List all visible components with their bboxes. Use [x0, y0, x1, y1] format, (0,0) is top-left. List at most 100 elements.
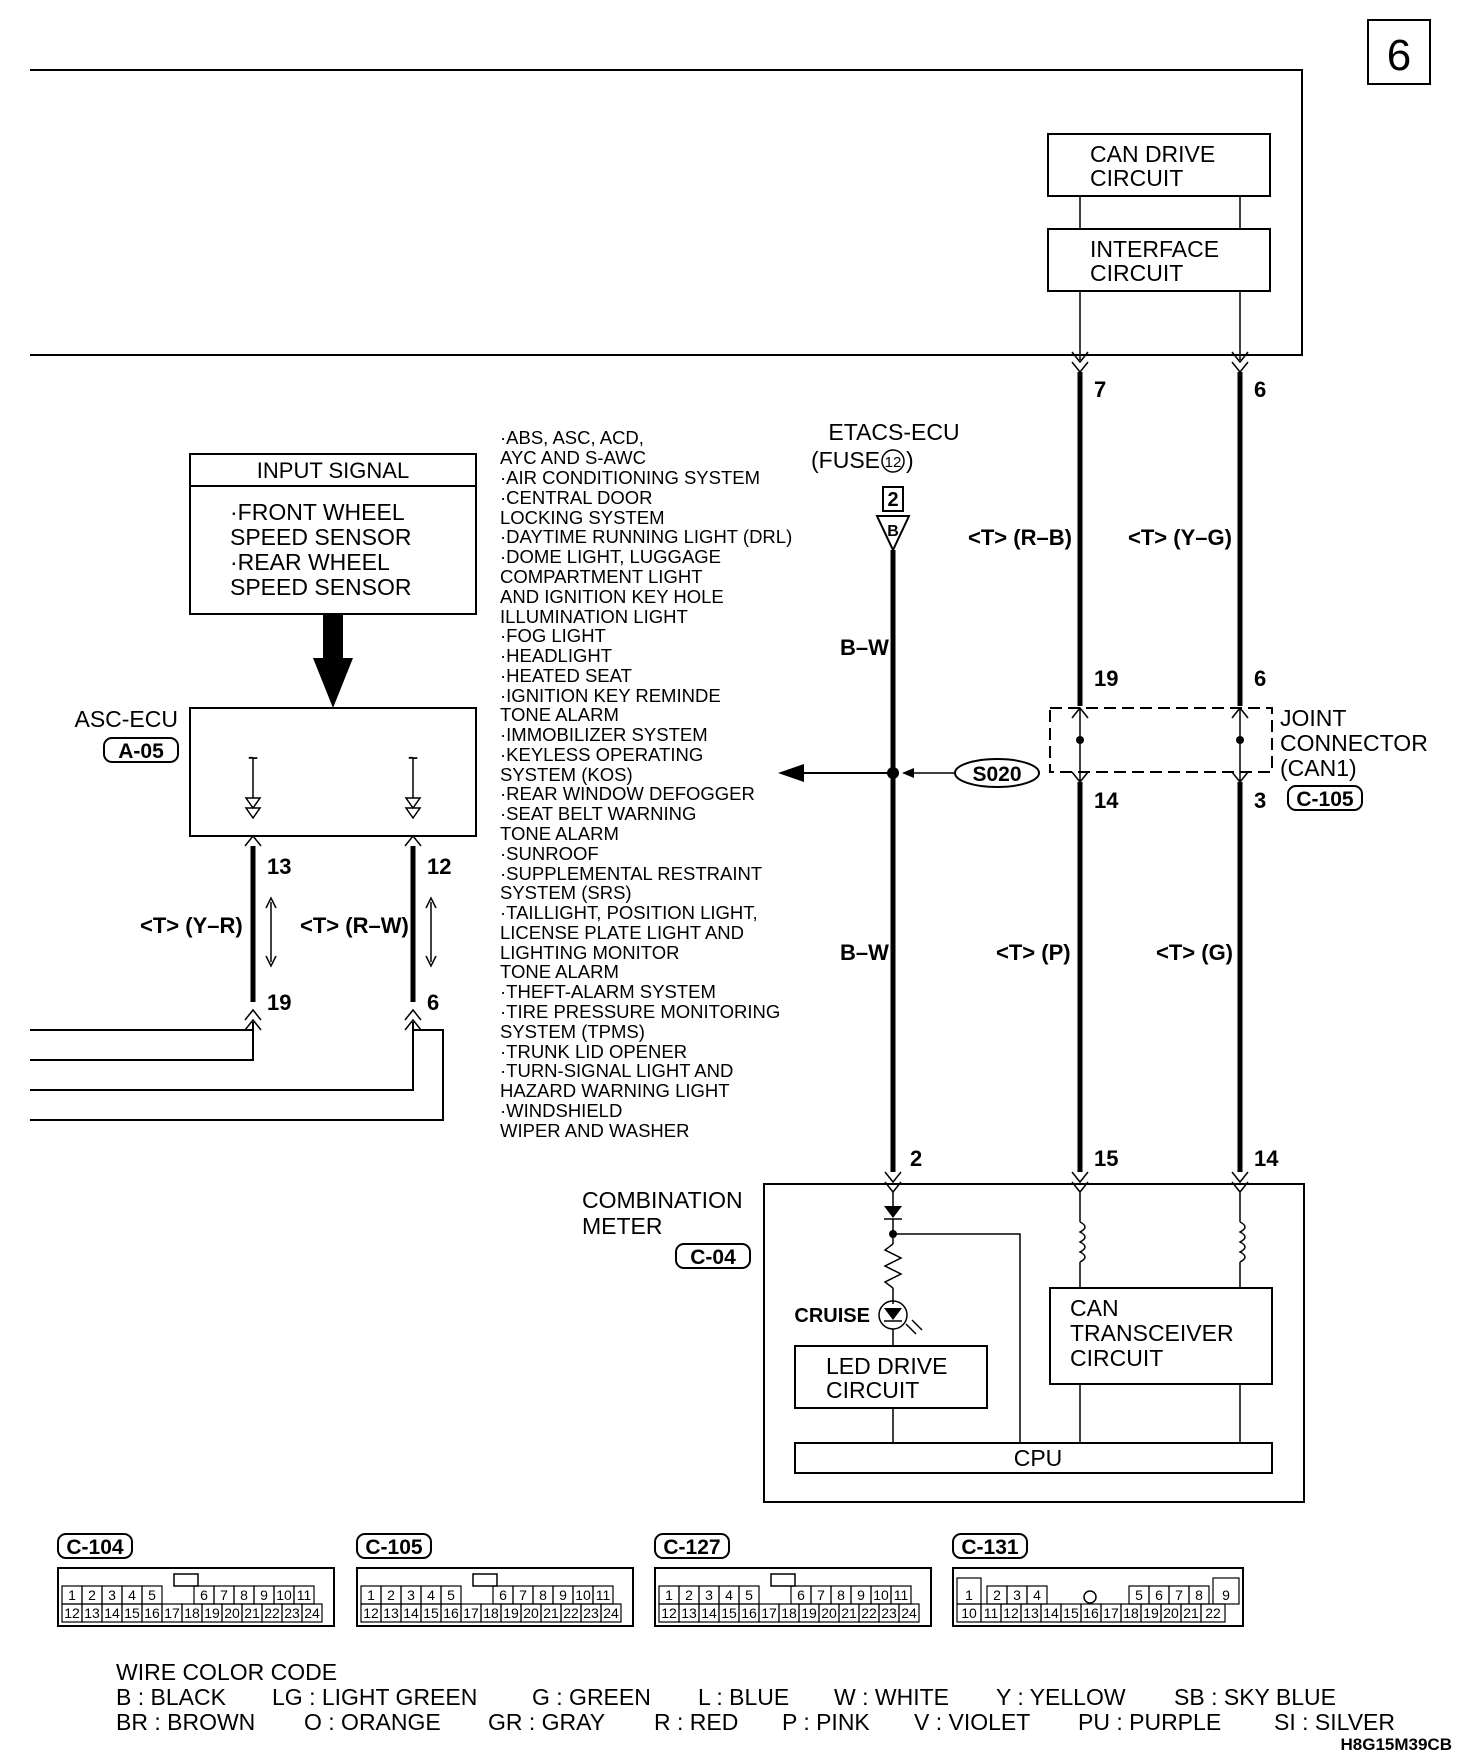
svg-text:·DAYTIME RUNNING LIGHT (DRL): ·DAYTIME RUNNING LIGHT (DRL)	[500, 526, 792, 547]
pin-number: 22	[264, 1605, 280, 1621]
interface-circuit-box	[1047, 228, 1271, 292]
pin-number: 5	[148, 1587, 156, 1603]
pin-number: 1	[665, 1587, 673, 1603]
svg-text:TONE ALARM: TONE ALARM	[500, 704, 619, 725]
pin-number: 1	[68, 1587, 76, 1603]
svg-text:·CENTRAL DOOR: ·CENTRAL DOOR	[500, 487, 652, 508]
svg-text:TONE ALARM: TONE ALARM	[500, 961, 619, 982]
pin-number: 20	[523, 1605, 539, 1621]
combination-meter-tag	[675, 1243, 751, 1269]
pin-number: 7	[519, 1587, 527, 1603]
pin-number: 2	[387, 1587, 395, 1603]
svg-text:·THEFT-ALARM SYSTEM: ·THEFT-ALARM SYSTEM	[500, 981, 716, 1002]
pin-number: 11	[297, 1587, 312, 1603]
svg-text:CAN: CAN	[1070, 1295, 1119, 1321]
svg-text:L : BLUE: L : BLUE	[698, 1684, 789, 1710]
wire-color-code: WIRE COLOR CODE B : BLACK LG : LIGHT GRE…	[116, 1659, 1395, 1735]
pin-number: 16	[144, 1605, 160, 1621]
pin-number: 11	[984, 1605, 999, 1621]
joint-connector-line1: JOINT	[1280, 705, 1346, 731]
pin-number: 24	[901, 1605, 917, 1621]
cpu-label: CPU	[1014, 1445, 1063, 1471]
splice-code: S020	[972, 763, 1021, 786]
svg-text:TONE ALARM: TONE ALARM	[500, 823, 619, 844]
pin-number: 11	[894, 1587, 909, 1603]
joint-connector-tag	[1287, 785, 1363, 811]
pin-number: 19	[1143, 1605, 1159, 1621]
pin-number: 10	[873, 1587, 889, 1603]
pin-cell	[301, 1603, 323, 1623]
svg-text:CIRCUIT: CIRCUIT	[826, 1377, 919, 1403]
svg-text:·IGNITION KEY REMINDE: ·IGNITION KEY REMINDE	[500, 685, 721, 706]
pin-14-meter: 14	[1254, 1146, 1279, 1171]
pin-number: 8	[240, 1587, 248, 1603]
pin-number: 12	[363, 1605, 379, 1621]
pin-6-asc: 6	[427, 990, 439, 1015]
pin-number: 4	[427, 1587, 435, 1603]
wire-label-yr: <T> (Y–R)	[140, 913, 243, 938]
pin-number: 14	[1043, 1605, 1059, 1621]
svg-text:·SEAT BELT WARNING: ·SEAT BELT WARNING	[500, 803, 696, 824]
pin-number: 22	[1205, 1605, 1221, 1621]
svg-text:·TIRE PRESSURE MONITORING: ·TIRE PRESSURE MONITORING	[500, 1001, 780, 1022]
combination-meter-line2: METER	[582, 1213, 663, 1239]
pin-19-asc: 19	[267, 990, 291, 1015]
pin-number: 21	[543, 1605, 559, 1621]
pin-number: 18	[781, 1605, 797, 1621]
svg-text:SYSTEM (TPMS): SYSTEM (TPMS)	[500, 1021, 645, 1042]
pin-cell	[898, 1603, 920, 1623]
pin-number: 8	[837, 1587, 845, 1603]
pin-number: 22	[861, 1605, 877, 1621]
connector-c131: C-131	[952, 1533, 1244, 1627]
pin-number: 9	[260, 1587, 268, 1603]
input-arrow-head	[313, 658, 353, 708]
svg-text:AND IGNITION KEY HOLE: AND IGNITION KEY HOLE	[500, 586, 724, 607]
branch-arrow	[778, 764, 804, 782]
pin-number: 18	[1123, 1605, 1139, 1621]
pin-number: 3	[407, 1587, 415, 1603]
input-arrow-shaft	[323, 614, 343, 660]
bus-line-1	[30, 1022, 254, 1031]
pin-number: 18	[184, 1605, 200, 1621]
pin-number: 24	[603, 1605, 619, 1621]
coil-right	[1238, 1192, 1246, 1288]
cpu-box	[794, 1442, 1273, 1474]
svg-text:ILLUMINATION LIGHT: ILLUMINATION LIGHT	[500, 606, 688, 627]
pin-number: 9	[1222, 1587, 1230, 1603]
pin-number: 14	[701, 1605, 717, 1621]
svg-text:LICENSE PLATE LIGHT AND: LICENSE PLATE LIGHT AND	[500, 922, 744, 943]
pin-number: 1	[965, 1587, 973, 1603]
pin-number: 13	[383, 1605, 399, 1621]
pin-number: 4	[725, 1587, 733, 1603]
bidirectional-arrow-right	[425, 896, 437, 968]
pin-number: 6	[1155, 1587, 1163, 1603]
svg-text:·AIR CONDITIONING SYSTEM: ·AIR CONDITIONING SYSTEM	[500, 467, 760, 488]
svg-text:·FOG LIGHT: ·FOG LIGHT	[500, 625, 606, 646]
connector-c127: C-127	[654, 1533, 932, 1627]
can-drive-line2: CIRCUIT	[1090, 165, 1183, 191]
pin-13: 13	[267, 854, 291, 879]
svg-text:·TURN-SIGNAL LIGHT AND: ·TURN-SIGNAL LIGHT AND	[500, 1060, 733, 1081]
pin-number: 8	[1195, 1587, 1203, 1603]
svg-text:·HEATED SEAT: ·HEATED SEAT	[500, 665, 632, 686]
pin-7: 7	[1094, 377, 1106, 402]
svg-text:P : PINK: P : PINK	[782, 1709, 870, 1735]
pin-number: 17	[1103, 1605, 1119, 1621]
pin-number: 22	[563, 1605, 579, 1621]
svg-text:SPEED SENSOR: SPEED SENSOR	[230, 524, 412, 550]
pin-number: 13	[1023, 1605, 1039, 1621]
joint-connector-line2: CONNECTOR	[1280, 730, 1428, 756]
fuse-number-circle	[881, 449, 905, 473]
can-drive-line1: CAN DRIVE	[1090, 141, 1215, 167]
pin-number: 17	[761, 1605, 777, 1621]
pin-number: 10	[276, 1587, 292, 1603]
page-number-box	[1367, 19, 1431, 85]
pin-number: 5	[447, 1587, 455, 1603]
etacs-terminal-box	[882, 486, 904, 512]
pin-number: 16	[741, 1605, 757, 1621]
pin-number: 7	[1175, 1587, 1183, 1603]
pin-number: 2	[88, 1587, 96, 1603]
pin-number: 9	[857, 1587, 865, 1603]
asc-ecu-connector: A-05	[118, 740, 164, 763]
